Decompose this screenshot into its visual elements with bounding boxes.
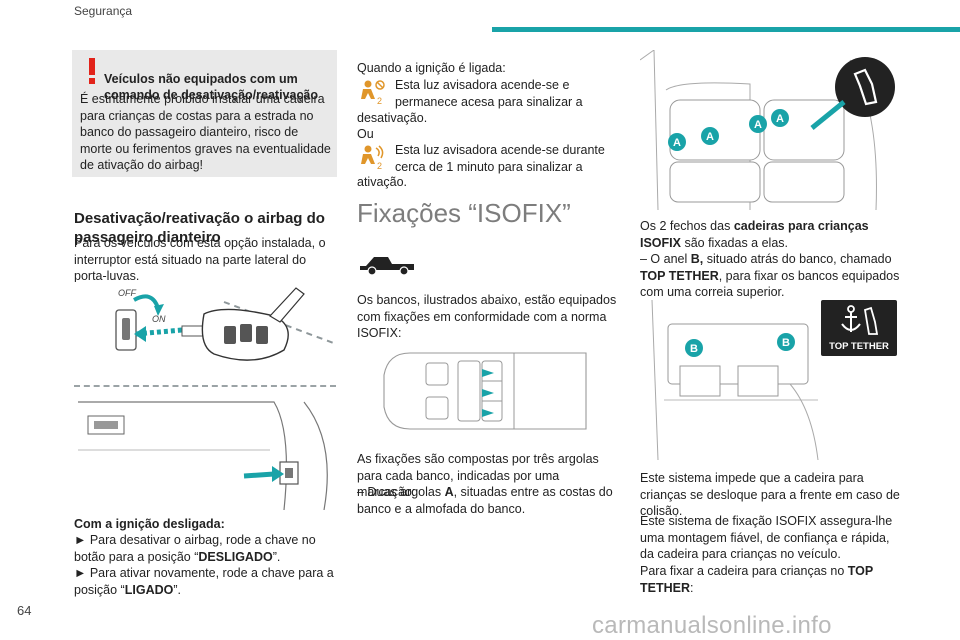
- warning-title: Veículos não equipados com um comando de…: [104, 71, 318, 102]
- svg-text:2: 2: [377, 96, 382, 105]
- top-tether-illustration: B B: [640, 300, 820, 460]
- ignition-on-intro: Quando a ignição é ligada:: [357, 61, 506, 75]
- svg-text:B: B: [690, 343, 698, 355]
- top-tether-ring-text: – O anel B, situado atrás do banco, cham…: [640, 252, 900, 299]
- isofix-clasps-text: Os 2 fechos das cadeiras para crianças I…: [640, 219, 869, 250]
- warning-body: É estritamente proibido instalar uma cad…: [80, 92, 331, 172]
- airbag-key-switch-illustration: OFF ON: [74, 282, 336, 382]
- pickup-truck-icon: [360, 257, 414, 276]
- isofix-heading: Fixações “ISOFIX”: [357, 198, 571, 228]
- top-tether-badge-label: TOP TETHER: [829, 341, 889, 352]
- svg-text:A: A: [776, 113, 784, 125]
- tether-p5: Para fixar a cadeira para crianças no TO…: [640, 564, 873, 595]
- lamp2-cont: ativação.: [357, 175, 408, 189]
- header-accent-bar: [492, 27, 960, 32]
- on-label: ON: [152, 314, 166, 324]
- anchor-seat-icon: [841, 305, 879, 335]
- airbag-section-heading: Desativação/reativação o airbag do passa…: [74, 210, 325, 246]
- running-header: Segurança: [74, 4, 133, 18]
- airbag-intro: Para os veículos com esta opção instalad…: [74, 236, 326, 283]
- airbag-on-warning-lamp-icon: 2: [361, 145, 384, 170]
- watermark: carmanualsonline.info: [592, 612, 832, 639]
- lamp1-text: Esta luz avisadora acende-se e permanece…: [395, 78, 583, 109]
- warning-exclamation-icon: [89, 58, 95, 84]
- tether-p4: Este sistema de fixação ISOFIX assegura-…: [640, 514, 893, 561]
- svg-text:A: A: [673, 137, 681, 149]
- off-label: OFF: [118, 288, 136, 298]
- svg-text:A: A: [706, 131, 714, 143]
- step-activate: ► Para ativar novamente, rode a chave pa…: [74, 566, 334, 597]
- glovebox-side-illustration: [74, 392, 336, 510]
- lamp1-cont: desativação.: [357, 111, 428, 125]
- tether-p3: Este sistema impede que a cadeira para c…: [640, 471, 900, 518]
- figure-separator: [74, 385, 336, 387]
- page-number: 64: [17, 603, 32, 618]
- or-label: Ou: [357, 127, 374, 141]
- step-deactivate: ► Para desativar o airbag, rode a chave …: [74, 533, 316, 564]
- isofix-p2: As fixações são compostas por três argol…: [357, 452, 599, 499]
- warning-box: [72, 50, 337, 177]
- ignition-off-label: Com a ignição desligada:: [74, 517, 225, 531]
- rear-seat-isofix-illustration: A A A A: [640, 50, 900, 210]
- svg-text:A: A: [754, 119, 762, 131]
- isofix-p1: Os bancos, ilustrados abaixo, estão equi…: [357, 293, 617, 340]
- svg-text:B: B: [782, 337, 790, 349]
- lamp2-text: Esta luz avisadora acende-se durante cer…: [395, 143, 605, 174]
- airbag-off-warning-lamp-icon: 2: [361, 80, 385, 105]
- top-tether-badge: TOP TETHER: [821, 300, 897, 356]
- vehicle-top-view-illustration: [380, 345, 596, 437]
- svg-text:2: 2: [377, 161, 382, 170]
- isofix-anchor-a: – Duas argolas A, situadas entre as cost…: [357, 485, 613, 516]
